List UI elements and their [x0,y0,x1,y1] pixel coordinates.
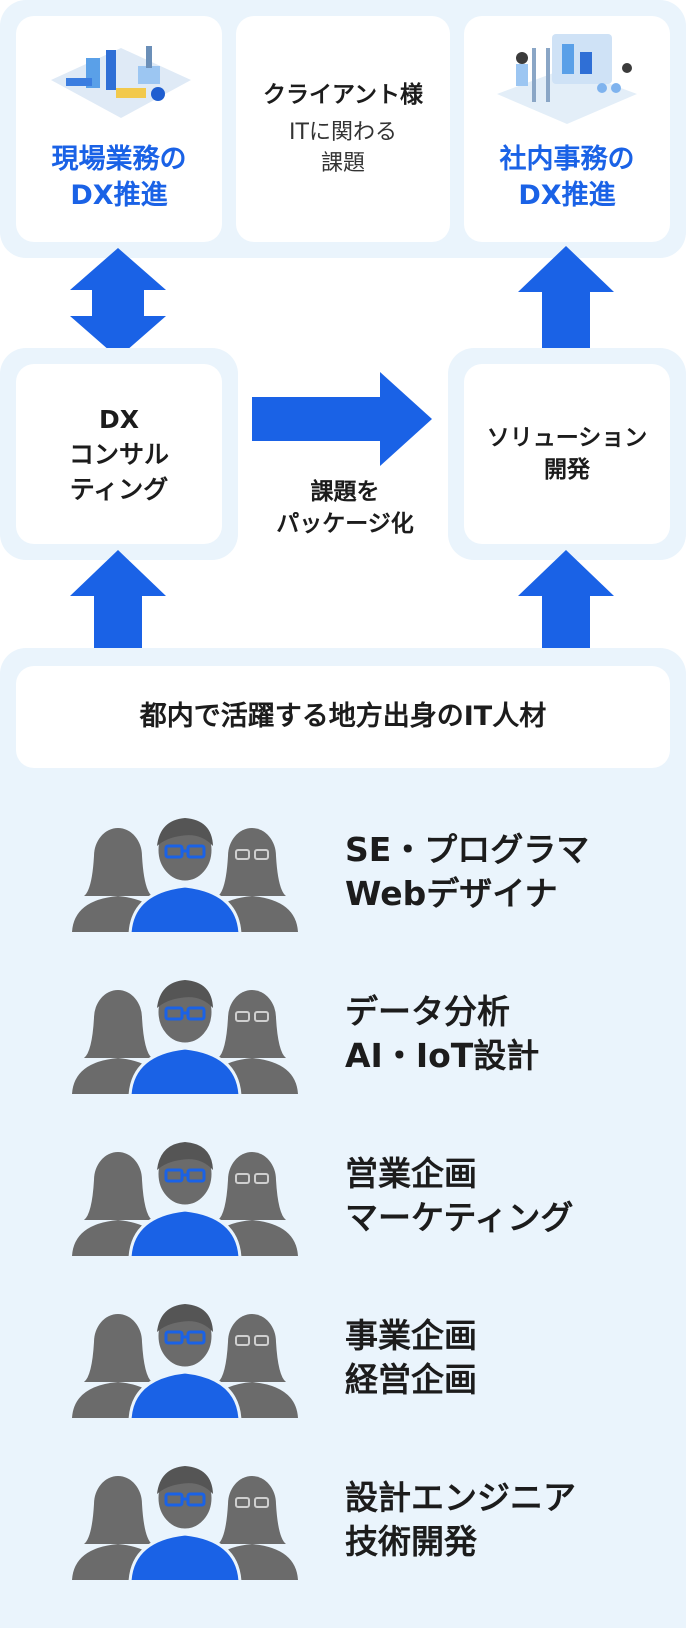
role-text: 事業企画 経営企画 [345,1314,477,1402]
consulting-card: DX コンサル ティング [16,364,222,544]
solution-card: ソリューション 開発 [464,364,670,544]
right-arrow-icon [252,372,432,466]
role-line2: AI・IoT設計 [345,1036,540,1075]
role-line2: マーケティング [345,1198,574,1237]
up-arrow-right-icon [518,550,614,660]
talent-header: 都内で活躍する地方出身のIT人材 [139,701,547,732]
onsite-dx-card: 現場業務の DX推進 [16,16,222,242]
consulting-line2: コンサル [68,439,169,469]
role-line2: 技術開発 [345,1522,477,1561]
people-group-icon [72,978,298,1094]
role-line1: 設計エンジニア [345,1478,576,1517]
package-line2: パッケージ化 [276,511,414,537]
office-dx-line1: 社内事務の [499,144,635,175]
client-line2: 課題 [320,151,365,176]
package-label: 課題を パッケージ化 [250,476,440,540]
solution-line2: 開発 [544,457,590,483]
talent-row-3: 営業企画 マーケティング [70,1136,630,1256]
talent-header-card: 都内で活躍する地方出身のIT人材 [16,666,670,768]
people-group-icon [72,1140,298,1256]
talent-row-5: 設計エンジニア 技術開発 [70,1460,630,1580]
people-group-icon [72,1302,298,1418]
office-illustration [497,34,637,124]
up-arrow-icon [518,246,614,358]
talent-row-2: データ分析 AI・IoT設計 [70,974,630,1094]
onsite-dx-line2: DX推進 [70,180,168,211]
people-group-icon [72,816,298,932]
role-line1: データ分析 [345,992,510,1031]
factory-illustration [51,46,191,118]
people-group-icon [72,1464,298,1580]
office-dx-card: 社内事務の DX推進 [464,16,670,242]
solution-line1: ソリューション [486,425,648,451]
client-issues-card: クライアント様 ITに関わる 課題 [236,16,450,242]
consulting-line3: ティング [69,474,169,504]
role-line1: 事業企画 [345,1316,477,1355]
role-text: 営業企画 マーケティング [345,1152,573,1240]
client-title: クライアント様 [262,82,424,108]
role-text: 設計エンジニア 技術開発 [345,1476,576,1564]
onsite-dx-line1: 現場業務の [51,144,187,175]
double-arrow-icon [70,248,166,358]
role-line1: 営業企画 [345,1154,477,1193]
client-line1: ITに関わる [289,120,397,145]
role-line2: 経営企画 [345,1360,477,1399]
role-line1: SE・プログラマ [345,830,590,869]
role-text: データ分析 AI・IoT設計 [345,990,539,1078]
role-line2: Webデザイナ [345,874,558,913]
talent-panel [0,648,686,1628]
package-line1: 課題を [310,479,380,505]
talent-row-4: 事業企画 経営企画 [70,1298,630,1418]
talent-row-1: SE・プログラマ Webデザイナ [70,812,630,932]
consulting-line1: DX [98,404,140,434]
up-arrow-left-icon [70,550,166,660]
role-text: SE・プログラマ Webデザイナ [345,828,589,916]
office-dx-line2: DX推進 [518,180,616,211]
